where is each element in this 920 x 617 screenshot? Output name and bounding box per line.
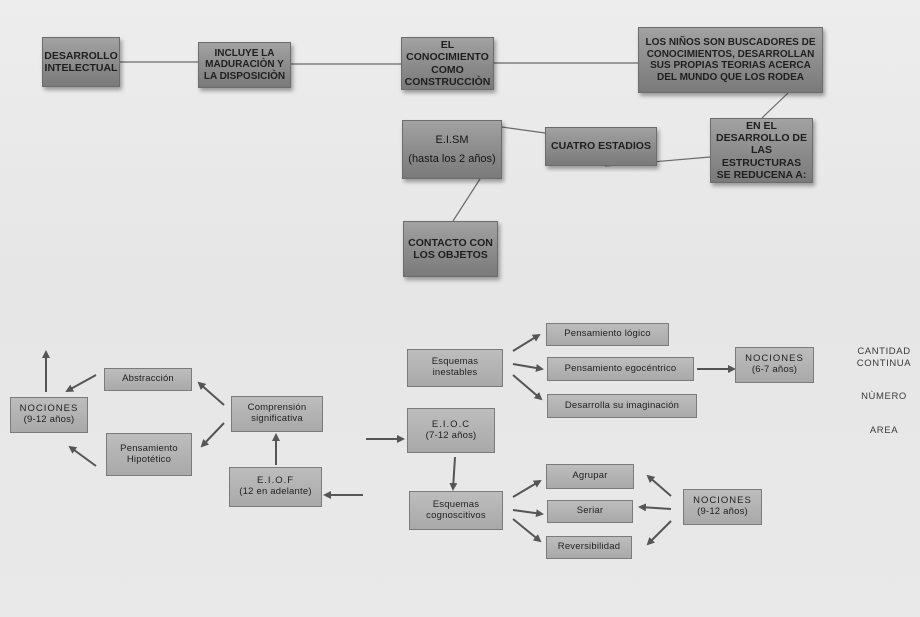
node-pensamiento-egocentrico: Pensamiento egocéntrico xyxy=(547,357,694,381)
arrow-to-nociones-from-abstraccion xyxy=(65,374,97,392)
node-label-subtitle: (6-7 años) xyxy=(751,364,798,375)
node-desarrollo-intelectual: DESARROLLO INTELECTUAL xyxy=(42,37,120,87)
node-label-subtitle: (9-12 años) xyxy=(697,506,748,517)
node-seriar: Seriar xyxy=(547,500,633,523)
arrow-to-nociones-from-hipotetico xyxy=(68,445,97,467)
node-label-title: E.I.O.F xyxy=(256,475,295,487)
node-esquemas-inestables: Esquemas inestables xyxy=(407,349,503,387)
node-label-subtitle: (9-12 años) xyxy=(23,414,75,425)
node-nociones-9-12-right: NOCIONES (9-12 años) xyxy=(683,489,762,525)
node-label: Agrupar xyxy=(572,470,608,482)
node-label: Esquemas cognoscitivos xyxy=(426,498,486,521)
node-label-title: E.I.SM xyxy=(435,133,469,146)
node-pensamiento-hipotetico: Pensamiento Hipotético xyxy=(106,433,192,476)
node-pensamiento-logico: Pensamiento lógico xyxy=(546,323,669,346)
arrow-nociones-agrupar xyxy=(646,474,672,497)
node-conocimiento: EL CONOCIMIENTO COMO CONSTRUCCIÒN xyxy=(401,37,494,90)
arrow-cognoscitivos-reversibilidad xyxy=(512,518,542,543)
label-numero: NÙMERO xyxy=(861,391,907,402)
node-label: Esquemas inestables xyxy=(431,356,479,378)
node-label: Seriar xyxy=(576,505,604,517)
node-eiof: E.I.O.F (12 en adelante) xyxy=(229,467,322,507)
node-label: EL CONOCIMIENTO COMO CONSTRUCCIÒN xyxy=(404,39,491,88)
arrow-comprension-hipotetico xyxy=(200,422,225,448)
arrow-inestables-egocentrico xyxy=(512,363,544,372)
node-label-title: NOCIONES xyxy=(19,403,79,415)
connector-cuatro-eism xyxy=(501,126,546,134)
connector-ninos-estructuras xyxy=(761,92,789,119)
node-nociones-6-7: NOCIONES (6-7 años) xyxy=(735,347,814,383)
connector-eism-contacto xyxy=(452,178,481,222)
node-reversibilidad: Reversibilidad xyxy=(546,536,632,559)
label-line: CONTINUA xyxy=(856,357,912,369)
node-label: DESARROLLO INTELECTUAL xyxy=(44,49,118,74)
arrow-inestables-logico xyxy=(512,333,541,352)
node-estructuras: EN EL DESARROLLO DE LAS ESTRUCTURAS SE R… xyxy=(710,118,813,183)
node-agrupar: Agrupar xyxy=(546,464,634,489)
arrow-nociones-reversibilidad xyxy=(646,520,672,546)
arrow-comprension-abstraccion xyxy=(197,381,225,406)
node-abstraccion: Abstracción xyxy=(104,368,192,391)
node-contacto-objetos: CONTACTO CON LOS OBJETOS xyxy=(403,221,498,277)
node-label-subtitle: (hasta los 2 años) xyxy=(408,152,496,165)
node-label-subtitle: (7-12 años) xyxy=(425,429,477,441)
node-nociones-9-12-left: NOCIONES (9-12 años) xyxy=(10,397,88,433)
node-label: CUATRO ESTADIOS xyxy=(551,140,651,153)
node-label: Pensamiento Hipotético xyxy=(120,442,178,465)
node-label: Reversibilidad xyxy=(557,541,621,553)
node-label-title: NOCIONES xyxy=(693,495,752,507)
node-label: Desarrolla su imaginación xyxy=(564,399,680,411)
node-ninos-buscadores: LOS NIÑOS SON BUSCADORES DE CONOCIMIENTO… xyxy=(638,27,823,93)
node-esquemas-cognoscitivos: Esquemas cognoscitivos xyxy=(409,491,503,530)
label-line: CANTIDAD xyxy=(857,346,911,357)
node-label: LOS NIÑOS SON BUSCADORES DE CONOCIMIENTO… xyxy=(645,37,816,83)
node-eism: E.I.SM (hasta los 2 años) xyxy=(402,120,502,179)
arrow-nociones-seriar xyxy=(638,503,672,512)
arrow-eioc-cognoscitivos xyxy=(449,456,458,491)
arrow-cognoscitivos-seriar xyxy=(512,509,544,518)
node-label-subtitle: (12 en adelante) xyxy=(239,486,312,497)
node-desarrolla-imaginacion: Desarrolla su imaginación xyxy=(547,394,697,418)
node-label-title: NOCIONES xyxy=(745,353,804,365)
node-label: CONTACTO CON LOS OBJETOS xyxy=(408,236,493,261)
node-cuatro-estadios: CUATRO ESTADIOS xyxy=(545,127,657,166)
label-cantidad-continua: CANTIDAD CONTINUA xyxy=(850,346,918,370)
label-area: AREA xyxy=(869,425,899,436)
node-label: INCLUYE LA MADURACIÒN Y LA DISPOSICIÒN xyxy=(203,47,286,82)
node-maduracion: INCLUYE LA MADURACIÒN Y LA DISPOSICIÒN xyxy=(198,42,291,88)
node-label-title: E.I.O.C xyxy=(431,418,471,430)
node-label: Comprensión significativa xyxy=(247,402,307,424)
node-eioc: E.I.O.C (7-12 años) xyxy=(407,408,495,453)
node-label: Pensamiento egocéntrico xyxy=(564,362,677,374)
arrow-cognoscitivos-agrupar xyxy=(512,479,542,498)
node-comprension-significativa: Comprensión significativa xyxy=(231,396,323,432)
node-label: Pensamiento lógico xyxy=(564,328,651,340)
node-label: EN EL DESARROLLO DE LAS ESTRUCTURAS SE R… xyxy=(715,120,807,181)
node-label: Abstracción xyxy=(122,373,174,385)
arrow-inestables-imaginacion xyxy=(512,374,543,401)
